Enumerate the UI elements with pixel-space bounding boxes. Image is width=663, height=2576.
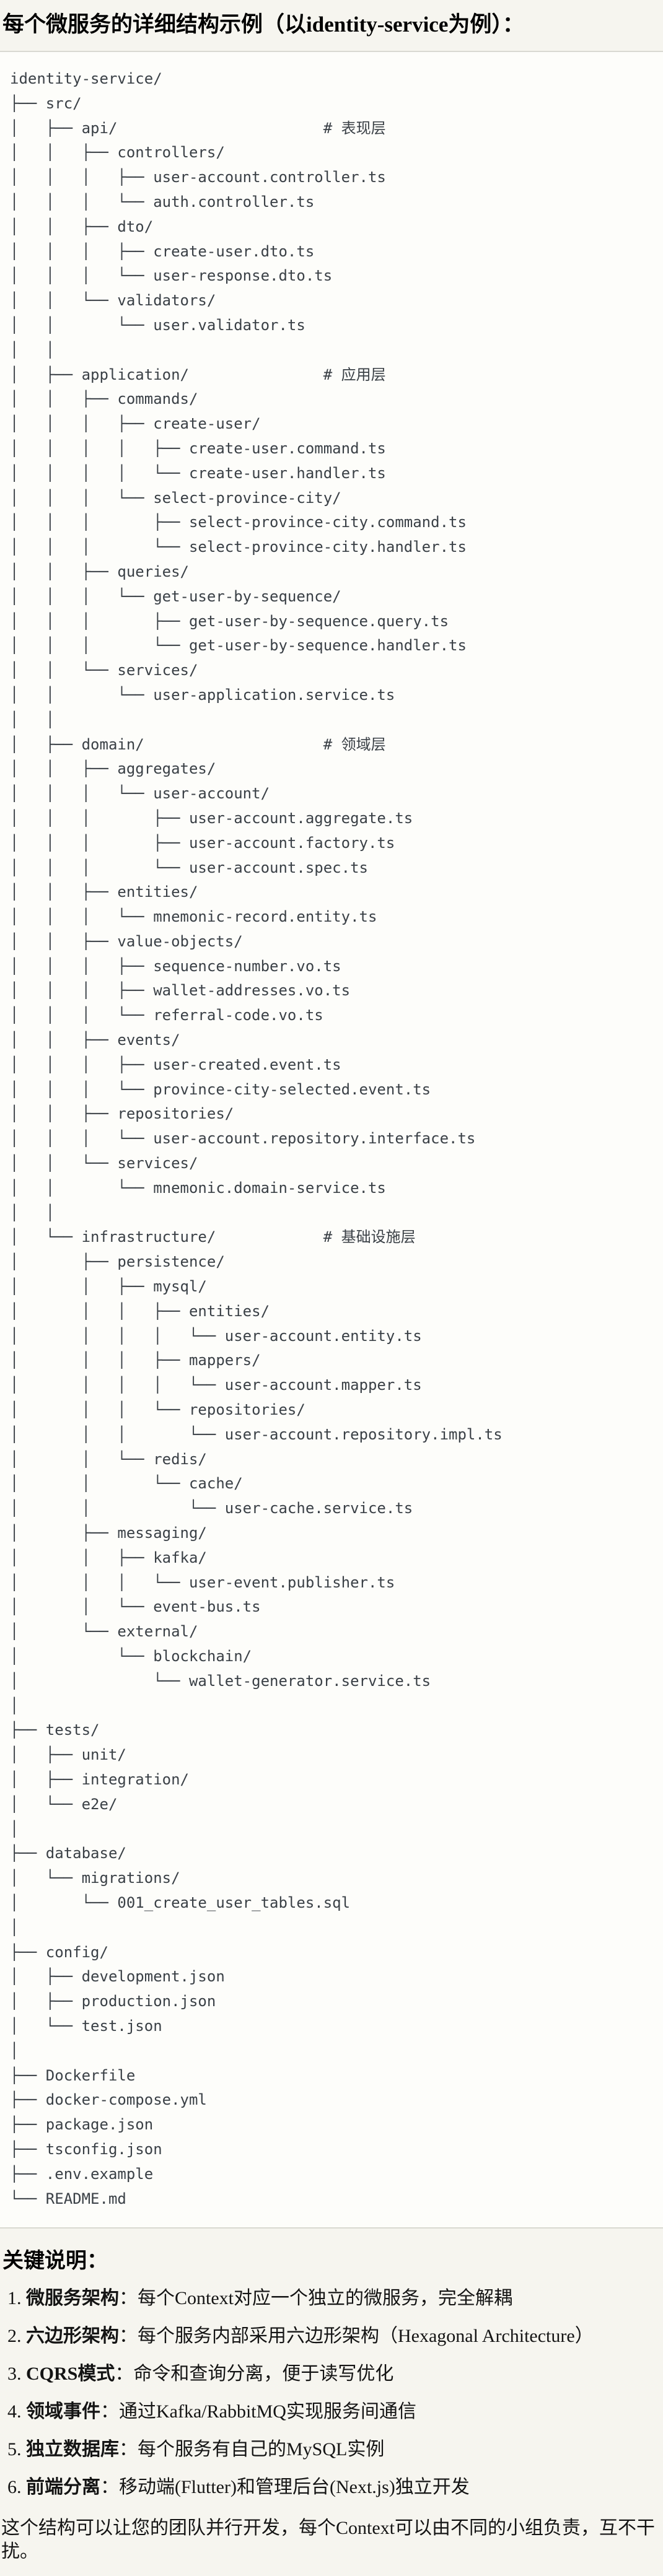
page-title: 每个微服务的详细结构示例（以identity-service为例）： (2, 12, 524, 37)
note-description: ：每个服务有自己的MySQL实例 (119, 2439, 385, 2460)
note-item: 4. 领域事件：通过Kafka/RabbitMQ实现服务间通信 (7, 2400, 663, 2424)
note-number: 4. (7, 2401, 26, 2422)
note-term: 领域事件 (26, 2401, 100, 2422)
notes-list: 1. 微服务架构：每个Context对应一个独立的微服务，完全解耦 2. 六边形… (0, 2287, 663, 2499)
note-description: ：移动端(Flutter)和管理后台(Next.js)独立开发 (100, 2477, 470, 2498)
note-item: 2. 六边形架构：每个服务内部采用六边形架构（Hexagonal Archite… (7, 2325, 663, 2348)
note-term: 六边形架构 (26, 2326, 119, 2347)
note-number: 3. (7, 2364, 26, 2385)
note-number: 5. (7, 2439, 26, 2460)
note-item: 5. 独立数据库：每个服务有自己的MySQL实例 (7, 2438, 663, 2461)
note-number: 2. (7, 2326, 26, 2347)
note-description: ：每个Context对应一个独立的微服务，完全解耦 (119, 2288, 512, 2309)
note-term: 微服务架构 (26, 2288, 119, 2309)
note-term: 前端分离 (26, 2477, 100, 2498)
closing-paragraph: 这个结构可以让您的团队并行开发，每个Context可以由不同的小组负责，互不干扰… (1, 2518, 655, 2562)
directory-tree: identity-service/ ├── src/ │ ├── api/ # … (10, 70, 503, 2207)
notes-heading: 关键说明： (2, 2250, 108, 2273)
note-term: CQRS模式 (26, 2364, 115, 2385)
note-item: 3. CQRS模式：命令和查询分离，便于读写优化 (7, 2362, 663, 2386)
note-number: 6. (7, 2477, 26, 2498)
note-item: 6. 前端分离：移动端(Flutter)和管理后台(Next.js)独立开发 (7, 2476, 663, 2499)
note-number: 1. (7, 2288, 26, 2309)
note-description: ：通过Kafka/RabbitMQ实现服务间通信 (100, 2401, 416, 2422)
note-item: 1. 微服务架构：每个Context对应一个独立的微服务，完全解耦 (7, 2287, 663, 2310)
note-term: 独立数据库 (26, 2439, 119, 2460)
note-description: ：每个服务内部采用六边形架构（Hexagonal Architecture） (119, 2326, 594, 2347)
note-description: ：命令和查询分离，便于读写优化 (115, 2364, 394, 2385)
code-block: identity-service/ ├── src/ │ ├── api/ # … (0, 51, 663, 2229)
